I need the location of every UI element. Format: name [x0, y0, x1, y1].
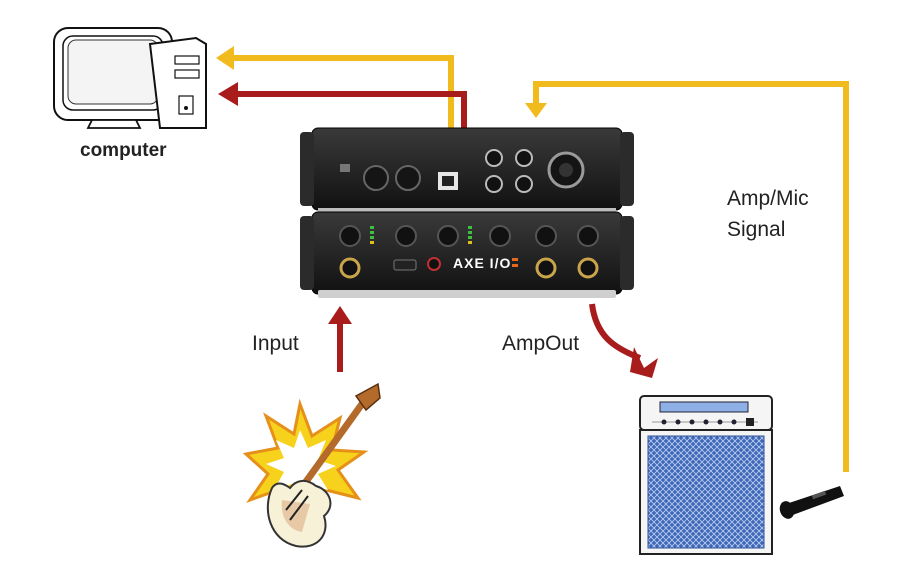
- amplifier-icon: [639, 395, 773, 555]
- computer-icon: [53, 27, 207, 129]
- amp-mic-signal-line: [533, 81, 849, 472]
- audio-interface-icon: [300, 127, 634, 298]
- amp-mic-signal-label: Amp/Mic Signal: [727, 183, 809, 245]
- amp-out-signal-line: [589, 303, 658, 378]
- computer-yellow-arrowhead: [216, 46, 234, 70]
- guitar-icon: [242, 382, 381, 548]
- computer-red-line: [236, 91, 467, 132]
- interface-brand-label: AXE I/O: [453, 255, 512, 271]
- amp-mic-arrowhead: [525, 103, 547, 118]
- input-signal-line: [328, 306, 352, 372]
- amp-out-label: AmpOut: [502, 332, 580, 355]
- microphone-icon: [779, 486, 844, 519]
- computer-label: computer: [80, 140, 167, 161]
- input-label: Input: [252, 332, 299, 355]
- amp-mic-label-line2: Signal: [727, 218, 786, 241]
- computer-yellow-line: [232, 55, 454, 132]
- amp-mic-label-line1: Amp/Mic: [727, 187, 809, 210]
- computer-red-arrowhead: [218, 82, 238, 106]
